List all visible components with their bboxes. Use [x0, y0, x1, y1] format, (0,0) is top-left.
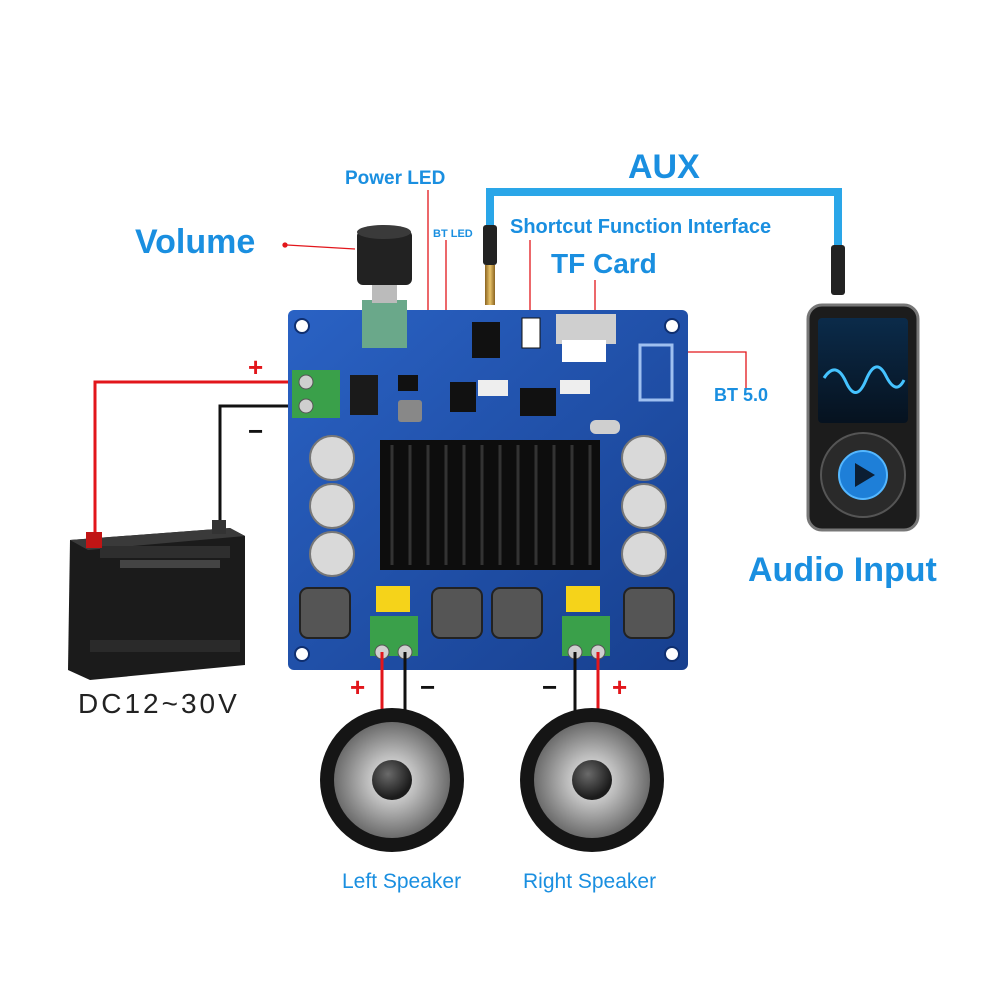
bt-label: BT 5.0	[714, 385, 769, 405]
aux-label: AUX	[628, 148, 700, 186]
battery-icon	[68, 520, 245, 680]
plus-sign: +	[248, 352, 264, 382]
power-wires	[93, 380, 305, 540]
heatsink-icon	[380, 440, 600, 570]
audio-input-label: Audio Input	[748, 551, 937, 589]
shortcut-label: Shortcut Function Interface	[510, 216, 772, 238]
dc-voltage-label: DC12~30V	[78, 688, 240, 719]
left-speaker-label: Left Speaker	[342, 870, 462, 893]
amplifier-board-icon	[288, 225, 688, 670]
music-player-icon	[806, 303, 920, 532]
speaker-icon	[520, 708, 664, 852]
bt-led-label: BT LED	[433, 228, 473, 240]
leader-lines	[282, 190, 747, 390]
minus-sign: −	[248, 416, 264, 446]
right-speaker-label: Right Speaker	[523, 870, 657, 893]
plus-sign: +	[350, 672, 366, 702]
tf-card-label: TF Card	[551, 248, 657, 279]
minus-sign: −	[420, 672, 436, 702]
aux-cable	[483, 188, 845, 305]
speaker-icon	[320, 708, 464, 852]
speaker-wires	[380, 652, 600, 715]
volume-label: Volume	[135, 223, 256, 261]
minus-sign: −	[542, 672, 558, 702]
plus-sign: +	[612, 672, 628, 702]
volume-knob-icon	[357, 225, 412, 348]
power-led-label: Power LED	[345, 168, 446, 189]
